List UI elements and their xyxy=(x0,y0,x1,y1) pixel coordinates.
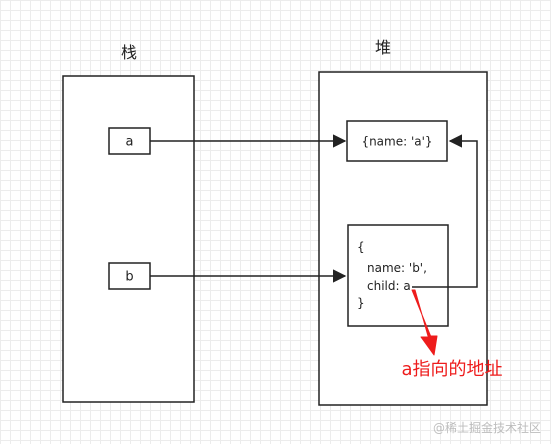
stack-variable-b-label: b xyxy=(125,270,133,285)
heap-object-b-name: name: 'b', xyxy=(367,261,427,275)
stack-container xyxy=(62,75,195,403)
heap-object-b-open-brace: { xyxy=(357,240,365,254)
child-reference-arrow xyxy=(412,134,478,288)
stack-variable-a-label: a xyxy=(126,135,134,150)
annotation-arrow xyxy=(411,289,438,356)
heap-object-a-label: {name: 'a'} xyxy=(361,135,432,149)
heap-object-b xyxy=(347,224,449,327)
watermark: @稀土掘金技术社区 xyxy=(432,421,541,435)
heap-object-b-close-brace: } xyxy=(357,296,365,310)
stack-variable-b xyxy=(108,262,151,290)
heap-title: 堆 xyxy=(375,38,391,57)
heap-object-a xyxy=(346,120,448,162)
stack-variable-a xyxy=(108,127,151,155)
stack-title: 栈 xyxy=(121,43,137,62)
annotation-text: a指向的地址 xyxy=(401,359,502,380)
heap-object-b-child: child: a xyxy=(367,279,411,293)
